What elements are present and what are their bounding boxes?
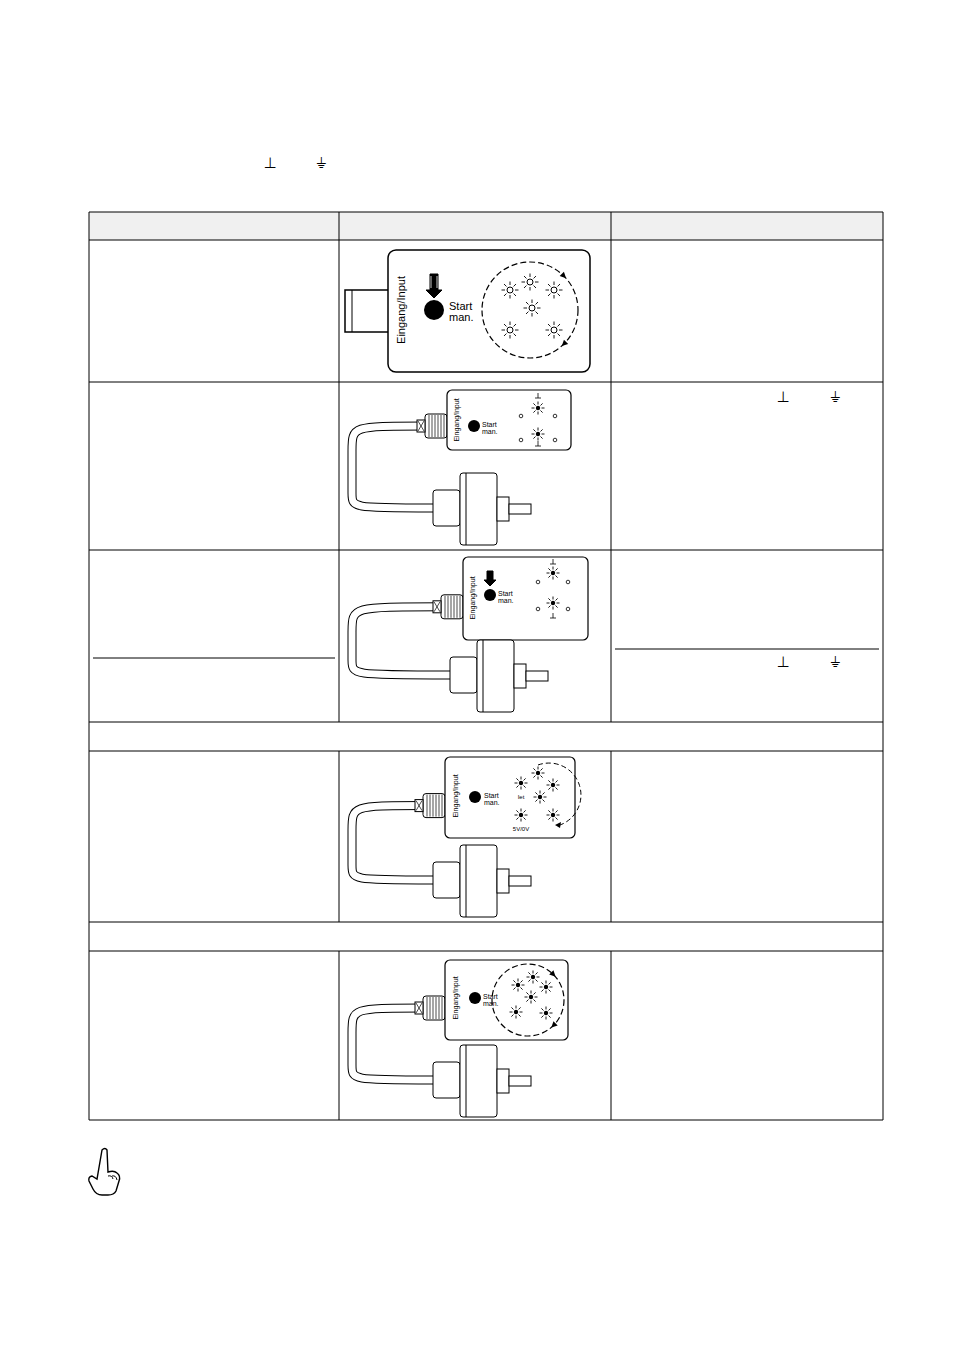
led-lit xyxy=(532,767,545,780)
ground-symbol xyxy=(550,559,556,564)
rule-line xyxy=(89,951,883,952)
panel-label: Start man. xyxy=(483,993,501,1007)
led-lit xyxy=(524,300,541,317)
rule-line xyxy=(339,751,340,922)
tester-with-encoder xyxy=(352,757,581,917)
rule-line xyxy=(89,382,883,383)
panel-label: 5V/0V xyxy=(513,826,529,832)
tester-with-encoder xyxy=(352,960,568,1117)
press-arrow xyxy=(426,274,442,298)
tester-with-encoder xyxy=(352,390,571,545)
start-button xyxy=(424,300,444,320)
start-button xyxy=(484,589,496,601)
led-off xyxy=(566,580,570,584)
port-label: Eingang/Input xyxy=(452,774,459,817)
panel-label: Start man. xyxy=(484,792,502,806)
ground-symbol-text: ⊥ xyxy=(776,655,789,670)
press-arrow xyxy=(484,571,496,586)
led-lit xyxy=(547,597,560,610)
rule-line xyxy=(89,922,883,923)
ground-symbol-text: ⏚ xyxy=(316,156,327,171)
rule-line xyxy=(93,658,335,659)
rule-line xyxy=(611,751,612,922)
panel-label: Iet xyxy=(518,794,525,800)
rule-line xyxy=(89,212,90,1120)
ground-symbol-text: ⏚ xyxy=(830,390,841,405)
led-lit xyxy=(546,282,563,299)
panel-label: Start man. xyxy=(482,421,500,435)
header-fill xyxy=(89,212,883,240)
rule-line xyxy=(89,1120,883,1121)
led-lit xyxy=(527,971,540,984)
led-lit xyxy=(525,991,538,1004)
led-off xyxy=(536,607,540,611)
rule-line xyxy=(611,951,612,1120)
panel-label: Start man. xyxy=(498,590,516,604)
led-off xyxy=(553,438,557,442)
led-lit xyxy=(547,809,560,822)
start-button xyxy=(469,791,481,803)
port-label: Eingang/Input xyxy=(453,398,460,441)
ground-symbol xyxy=(550,613,556,618)
tester-with-encoder xyxy=(352,557,588,712)
tester-front xyxy=(345,250,590,372)
led-lit xyxy=(502,282,519,299)
rule-line xyxy=(339,212,340,722)
rule-line xyxy=(615,649,879,650)
led-lit xyxy=(502,322,519,339)
port-label: Eingang/Input xyxy=(452,976,459,1019)
led-lit xyxy=(546,322,563,339)
led-lit xyxy=(540,1007,553,1020)
led-lit xyxy=(532,428,545,441)
rule-line xyxy=(89,722,883,723)
note-hand-icon xyxy=(89,1149,120,1196)
ground-symbol xyxy=(535,393,541,398)
led-lit xyxy=(547,567,560,580)
led-lit xyxy=(532,402,545,415)
rule-line xyxy=(89,550,883,551)
led-off xyxy=(519,414,523,418)
port-label: Eingang/Input xyxy=(469,576,476,619)
ground-symbol-text: ⊥ xyxy=(776,390,789,405)
start-button xyxy=(468,420,480,432)
start-button xyxy=(469,992,481,1004)
ground-symbol-text: ⏚ xyxy=(830,655,841,670)
led-lit xyxy=(522,274,539,291)
rule-line xyxy=(883,212,884,1120)
rule-line xyxy=(89,751,883,752)
led-off xyxy=(566,607,570,611)
ground-symbol xyxy=(535,441,541,446)
rule-line xyxy=(339,951,340,1120)
port-label: Eingang/Input xyxy=(396,276,407,344)
led-lit xyxy=(512,979,525,992)
led-off xyxy=(536,580,540,584)
led-lit xyxy=(547,779,560,792)
led-lit xyxy=(534,791,547,804)
led-lit xyxy=(515,809,528,822)
led-lit xyxy=(540,981,553,994)
led-lit xyxy=(510,1006,523,1019)
led-lit xyxy=(515,777,528,790)
rule-line xyxy=(89,212,883,213)
led-off xyxy=(553,414,557,418)
rule-line xyxy=(611,212,612,722)
rule-line xyxy=(89,240,883,241)
panel-label: Start man. xyxy=(449,301,477,323)
led-off xyxy=(519,438,523,442)
ground-symbol-text: ⊥ xyxy=(263,156,276,171)
